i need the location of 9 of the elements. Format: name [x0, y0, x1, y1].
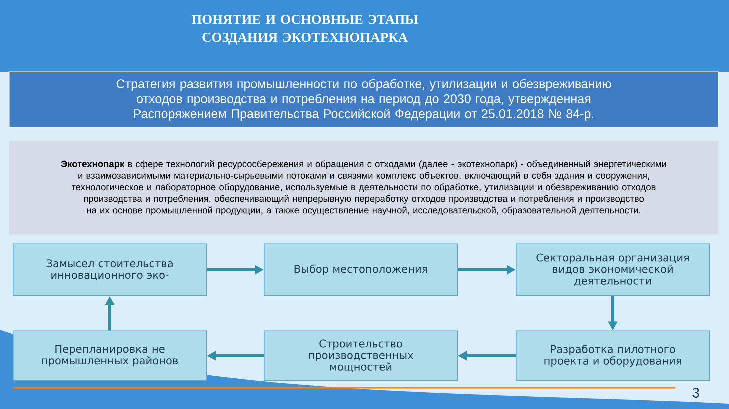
- process-box: Перепланировка не промышленных районов: [12, 330, 208, 382]
- strategy-banner: Стратегия развития промышленности по обработке, утилизации и обезвреживанию отходов производства и потребления на период до 2030 года, утвержденная Распоряжением Правительства Российской Федерации от 25.01.2018 № 84-р.: [8, 72, 720, 128]
- process-box: Разработка пилотного проекта и оборудования: [516, 330, 710, 382]
- process-box: Замысел стоительства инновационного эко-: [12, 244, 208, 296]
- definition-box: Экотехнопарк в сфере технологий ресурсосбережения и обращения с отходами (далее - экотехнопарк) - объединенный энергетическими и взаимозависимыми материально-сырьевыми потоками и связями комплекс объектов, включающий в себя здания и сооружения, технологическое и лабораторное оборудование, используемые в деятельности по обработке, утилизации и обезвреживанию отходов производства и потребления, обеспечивающий непрерывную переработку отходов производства и потребления и производство на их основе промышленной продукции, а также осуществление научной, исследовательской, образовательной деятельности.: [9, 141, 719, 235]
- process-box: Строительство производственных мощностей: [264, 330, 458, 382]
- slide-title: ПОНЯТИЕ И ОСНОВНЫЕ ЭТАПЫ СОЗДАНИЯ ЭКОТЕХНОПАРКА: [192, 15, 418, 45]
- process-box: Выбор местоположения: [264, 244, 458, 296]
- process-box: Секторальная организация видов экономической деятельности: [516, 244, 710, 296]
